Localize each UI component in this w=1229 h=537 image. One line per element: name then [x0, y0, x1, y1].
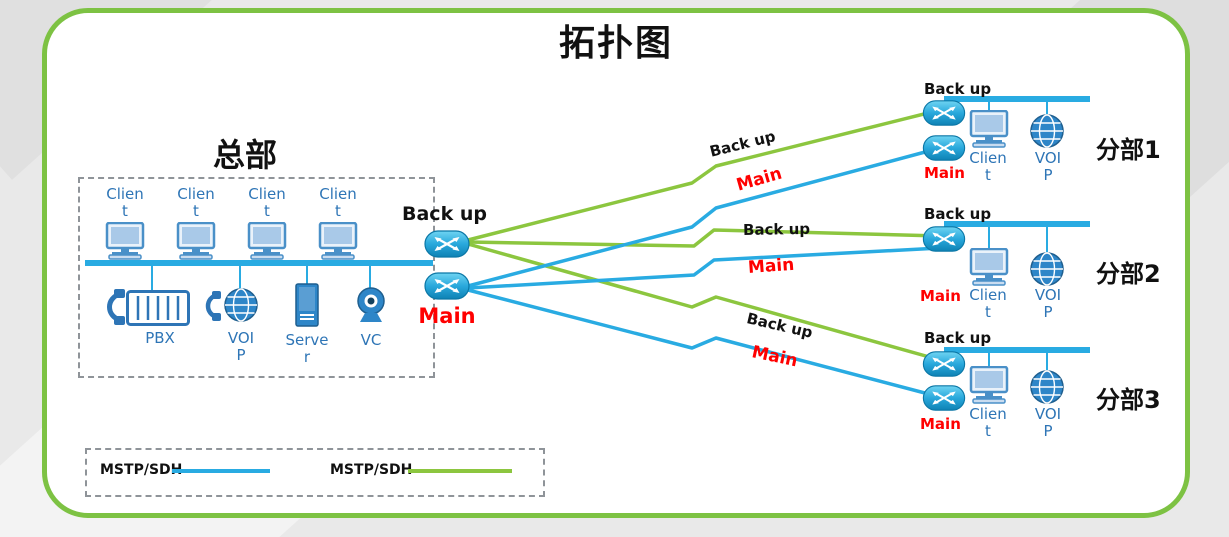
legend-line-backup — [408, 469, 512, 473]
branch1-main-label: Main — [924, 164, 965, 182]
backup-link-branch2 — [467, 228, 941, 248]
server-label: Server — [285, 331, 329, 366]
hq-title: 总部 — [212, 136, 277, 174]
router-icon — [922, 133, 966, 163]
branch3-main-label: Main — [920, 415, 961, 433]
link-label-backup: Back up — [742, 219, 811, 239]
router-icon — [922, 383, 966, 413]
backup-link-branch1 — [467, 108, 941, 242]
branch2-name: 分部2 — [1096, 260, 1161, 288]
branch2-bus-line — [944, 221, 1090, 227]
hq-device-drop-lines — [151, 266, 371, 292]
router-icon — [424, 228, 470, 260]
server-icon — [294, 282, 320, 328]
client-computer-icon — [968, 110, 1010, 148]
pbx-handset-icon — [100, 288, 126, 326]
branch1-name: 分部1 — [1096, 136, 1161, 164]
client-computer-icon — [968, 366, 1010, 404]
client-computer-icon — [968, 248, 1010, 286]
router-icon — [922, 98, 966, 128]
vc-label: VC — [360, 331, 382, 349]
branch2-main-label: Main — [920, 287, 961, 305]
legend-line-main — [172, 469, 270, 473]
client-computer-icon — [175, 222, 217, 260]
branch1-bus-line — [944, 96, 1090, 102]
diagram-title: 拓扑图 — [558, 23, 673, 64]
branch2-backup-label: Back up — [924, 205, 992, 223]
hq-client-label: Client — [177, 185, 215, 220]
branch3-voip-label: VOIP — [1034, 405, 1062, 440]
branch3-name: 分部3 — [1096, 386, 1161, 414]
legend-box — [85, 448, 545, 497]
hq-bus-line — [85, 260, 433, 266]
router-icon — [424, 270, 470, 302]
vc-camera-icon — [352, 286, 390, 326]
voip-handset-icon — [200, 290, 222, 322]
hq-main-router-label: Main — [418, 304, 476, 328]
main-link-branch3 — [467, 288, 941, 399]
legend-label-mstp-green: MSTP/SDH — [330, 462, 413, 478]
client-computer-icon — [246, 222, 288, 260]
hq-client-label: Client — [248, 185, 286, 220]
branch1-client-label: Client — [969, 149, 1007, 184]
legend-label-mstp-blue: MSTP/SDH — [100, 462, 183, 478]
branch1-voip-label: VOIP — [1034, 149, 1062, 184]
branch3-backup-label: Back up — [924, 329, 992, 347]
branch2-client-label: Client — [969, 286, 1007, 321]
branch-device-drop-lines — [988, 102, 1048, 370]
pbx-label: PBX — [145, 329, 175, 347]
hq-client-label: Client — [319, 185, 357, 220]
voip-globe-icon — [1028, 250, 1066, 288]
branch3-bus-line — [944, 347, 1090, 353]
pbx-rack-icon — [126, 290, 190, 326]
voip-globe-icon — [222, 286, 260, 324]
router-icon — [922, 349, 966, 379]
voip-label: VOIP — [227, 329, 255, 364]
link-label-main: Main — [747, 254, 795, 278]
hq-client-label: Client — [106, 185, 144, 220]
main-link-branch2 — [467, 246, 941, 290]
router-icon — [922, 224, 966, 254]
client-computer-icon — [104, 222, 146, 260]
branch3-client-label: Client — [969, 405, 1007, 440]
branch1-backup-label: Back up — [924, 80, 992, 98]
client-computer-icon — [317, 222, 359, 260]
branch2-voip-label: VOIP — [1034, 286, 1062, 321]
voip-globe-icon — [1028, 112, 1066, 150]
main-link-branch1 — [467, 146, 941, 288]
hq-backup-router-label: Back up — [402, 203, 487, 225]
backup-link-branch3 — [467, 242, 941, 362]
voip-globe-icon — [1028, 368, 1066, 406]
